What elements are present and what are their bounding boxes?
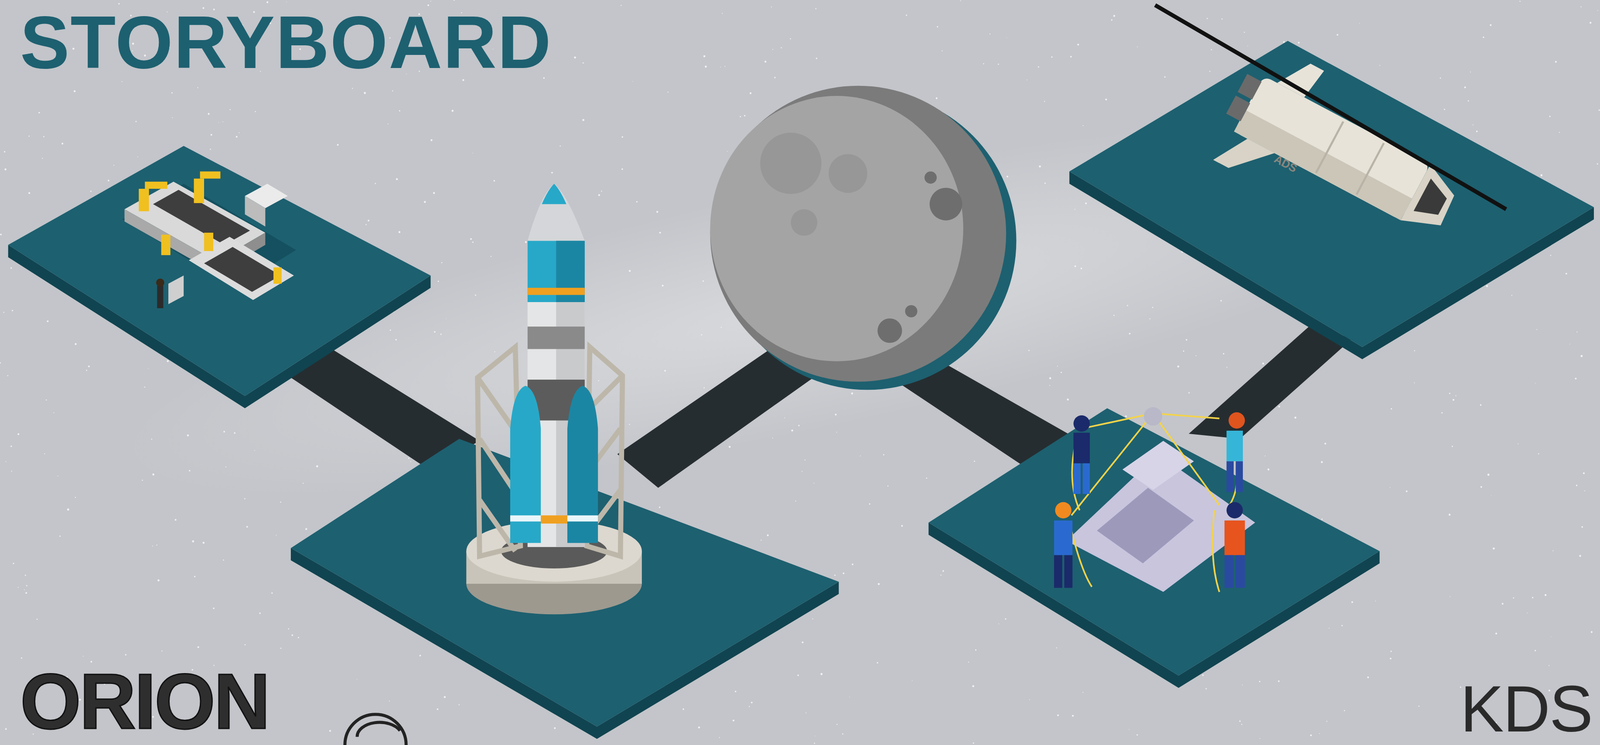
worker-part [1073,463,1081,495]
worker [1054,502,1073,589]
factory-line-part-part [273,267,282,284]
factory-line-part-part [194,178,205,204]
moon-part [710,85,1007,383]
platform-shuttle-part [1069,40,1594,348]
worker-part [1224,520,1246,556]
factory-line-part [168,275,184,305]
worker-part [1054,520,1073,556]
orion-logo-mark-part [344,714,406,745]
worker-part [1224,555,1234,589]
rocket-on-launchpad-part [567,385,598,544]
platform-team [928,408,1380,688]
moon [710,85,1017,391]
moon-part [924,171,937,184]
rocket-on-launchpad-part [567,515,598,522]
factory-line [122,171,297,309]
team-puzzle-part-part [1212,510,1220,593]
space-shuttle-part [1234,109,1413,221]
orion-logo-mark-part [357,722,400,737]
team-puzzle-part [1143,407,1163,426]
factory-line-part-part [204,232,214,252]
worker [1073,415,1090,495]
team-puzzle-part [1096,487,1194,564]
strike-line [1155,5,1507,210]
worker-part [1228,412,1245,429]
platform-shuttle [1069,40,1594,360]
worker-part [1073,433,1090,464]
rocket-on-launchpad-part [527,240,585,302]
moon-part [905,305,918,318]
factory-line-part [204,247,281,293]
worker-part [1235,461,1243,492]
platform-factory-part [8,146,431,397]
factory-line-part-part [161,234,171,256]
moon-part [877,318,902,343]
rocket-on-launchpad-part-part [589,375,623,409]
worker-part [1226,502,1243,519]
team-puzzle-part [1122,440,1195,490]
moon-part [760,132,822,194]
platform-team-part [928,408,1380,676]
space-shuttle-part [1237,74,1262,100]
space-shuttle-part [1277,54,1324,100]
factory-line-part [156,286,164,309]
team-puzzle-part [1071,413,1238,593]
space-shuttle-part [1226,95,1251,122]
moon-part [790,209,818,236]
rocket-on-launchpad-part [527,183,585,241]
rocket-on-launchpad-part [527,326,585,350]
worker [1224,502,1246,589]
moon-part [828,154,868,194]
space-shuttle-part [1356,143,1385,195]
factory-line-part [156,278,165,287]
space-shuttle-part [1400,164,1464,239]
storyboard-title: STORYBOARD [20,1,553,84]
team-puzzle-part-part [1071,530,1092,587]
space-shuttle-part [1316,121,1344,174]
rocket-on-launchpad-part-part [479,500,516,552]
team-puzzle-part-part [1153,413,1220,419]
space-shuttle [1204,39,1479,269]
factory-line-part [245,195,266,227]
orion-logo: ORION [20,662,269,741]
worker-part [1226,461,1234,492]
factory-line-part-part [200,171,221,179]
rocket-on-launchpad [466,183,642,615]
space-shuttle-part [1413,178,1452,223]
factory-line-part [138,171,282,284]
worker-part [1235,555,1246,589]
connector-bars-part [1188,324,1352,439]
kds-logo: KDS [1460,676,1593,742]
worker-part [1226,430,1243,462]
moon-part [929,187,963,221]
orion-logo-mark [344,714,406,745]
worker-part [1054,555,1063,589]
worker [1226,412,1246,493]
rocket-on-launchpad-part [541,183,567,205]
worker-part [1082,463,1090,495]
team-puzzle-part-part [1153,413,1220,506]
rocket-on-launchpad-part [527,287,585,295]
rocket-on-launchpad-part [510,515,541,522]
space-shuttle-part [1213,129,1275,184]
worker-part [1073,415,1090,432]
team-puzzle [1054,407,1256,593]
platform-factory [8,146,431,409]
rocket-on-launchpad-part [510,385,541,544]
factory-line-part-part [138,188,149,212]
moon-part [710,95,964,362]
team-puzzle-part-part [1071,413,1154,516]
worker-part [1054,502,1072,519]
factory-line-part-part [144,181,168,189]
worker-part [1064,555,1073,589]
